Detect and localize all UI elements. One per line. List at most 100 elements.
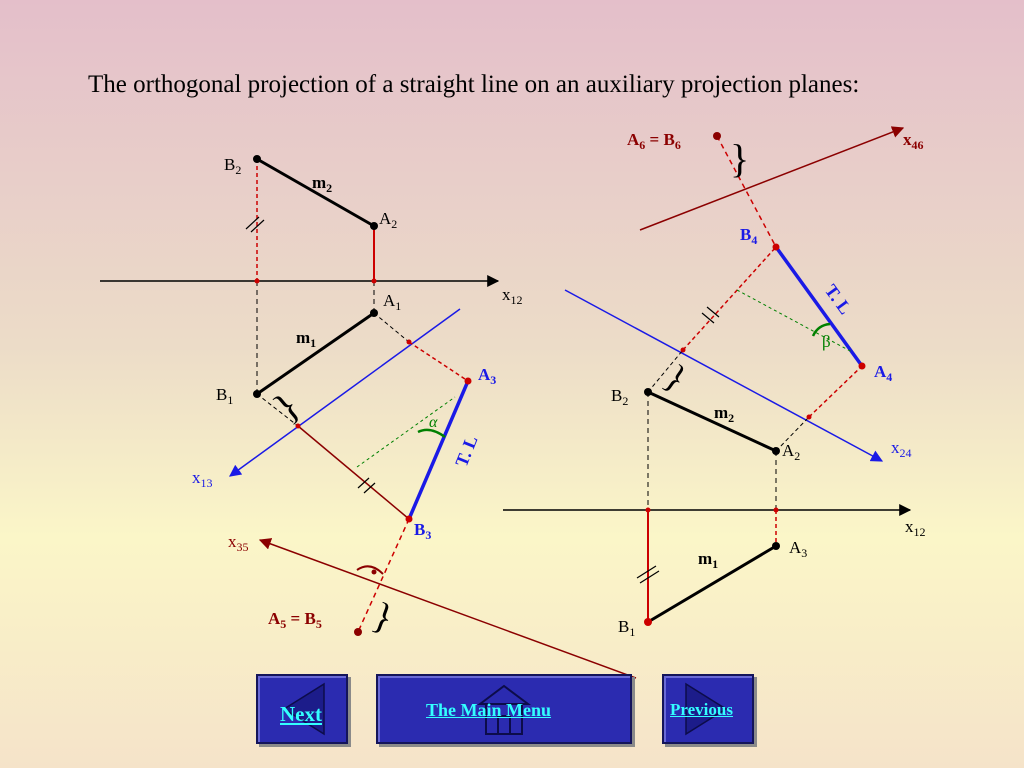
- left-point-x12-a: [371, 278, 377, 284]
- right-point-b4: [772, 243, 780, 251]
- left-true-length-line: [407, 380, 470, 520]
- label-right-b1: B1: [618, 617, 635, 639]
- right-brace-b2: }: [658, 356, 695, 399]
- left-point-a3: [464, 377, 472, 385]
- label-left-alpha: α: [429, 414, 438, 431]
- right-x46-axis: [639, 126, 905, 231]
- label-left-x35: x35: [228, 532, 249, 554]
- right-projector-a2: [775, 416, 810, 452]
- right-tick-4: [639, 570, 660, 584]
- label-left-b3: B3: [414, 520, 431, 542]
- next-button[interactable]: Next: [256, 674, 348, 744]
- label-right-a3: A3: [789, 538, 807, 560]
- left-tick-3: [357, 477, 370, 489]
- right-brace-a6: }: [730, 136, 749, 181]
- right-point-x12-b: [645, 507, 651, 513]
- right-projector-a6: [716, 135, 777, 248]
- left-point-b1: [253, 390, 261, 398]
- right-view: } }: [503, 126, 926, 639]
- right-point-x24-a: [806, 414, 812, 420]
- right-point-x12-a: [773, 507, 779, 513]
- left-projector-a3: [373, 312, 410, 343]
- label-left-m2: m2: [312, 173, 332, 195]
- left-point-x13-a: [406, 339, 412, 345]
- left-point-a1: [370, 309, 378, 317]
- right-tick-2: [706, 306, 720, 318]
- label-right-x46: x46: [903, 130, 924, 152]
- right-tick-1: [701, 312, 715, 324]
- right-point-x24-b: [680, 347, 686, 353]
- label-right-b2: B2: [611, 386, 628, 408]
- label-right-x12: x12: [905, 517, 926, 539]
- label-right-a2: A2: [782, 441, 800, 463]
- left-x13-axis: [229, 308, 461, 477]
- right-point-a6b6: [713, 132, 721, 140]
- label-left-m1: m1: [296, 328, 316, 350]
- right-point-b1: [644, 618, 652, 626]
- label-right-m1: m1: [698, 549, 718, 571]
- left-alpha-arc: [417, 428, 446, 439]
- label-left-a1: A1: [383, 291, 401, 313]
- left-x35-axis: [258, 538, 637, 679]
- label-right-a4: A4: [874, 362, 892, 384]
- label-right-true-length: T. L: [821, 281, 856, 318]
- left-tick-2: [250, 219, 265, 233]
- right-height-a4: [808, 365, 863, 418]
- right-true-length-line: [774, 245, 864, 368]
- left-right-angle-mark: [356, 565, 384, 575]
- left-height-a3: [408, 341, 469, 382]
- label-left-true-length: T. L: [451, 433, 481, 470]
- right-tick-3: [636, 565, 657, 579]
- right-point-a2: [772, 447, 780, 455]
- left-tick-4: [363, 482, 376, 494]
- previous-button[interactable]: Previous: [662, 674, 754, 744]
- right-arrow-icon: [685, 682, 728, 736]
- next-label[interactable]: Next: [280, 702, 322, 726]
- left-parallel-line: [356, 396, 456, 468]
- label-right-x24: x24: [891, 438, 912, 460]
- right-m1-line: [647, 544, 777, 624]
- left-brace-b1: }: [264, 383, 308, 430]
- label-left-a2: A2: [379, 209, 397, 231]
- right-m2-line: [647, 390, 777, 453]
- right-parallel-line: [736, 289, 853, 353]
- label-left-a5b5: A5 = B5: [268, 609, 322, 631]
- left-projector-a5: [357, 518, 410, 633]
- left-height-b3: [297, 425, 410, 520]
- main-menu-label[interactable]: The Main Menu: [426, 700, 552, 720]
- label-right-a6b6: A6 = B6: [627, 130, 681, 152]
- right-point-a4: [858, 362, 866, 370]
- right-point-b2: [644, 388, 652, 396]
- previous-label[interactable]: Previous: [670, 700, 733, 719]
- label-right-b4: B4: [740, 225, 757, 247]
- home-icon: [477, 684, 531, 735]
- left-point-x13-b: [295, 423, 301, 429]
- right-height-b4: [682, 246, 777, 351]
- label-left-x12: x12: [502, 285, 523, 307]
- right-beta-arc: [811, 322, 831, 337]
- left-point-x12-b: [254, 278, 260, 284]
- main-menu-button[interactable]: The Main Menu: [376, 674, 632, 744]
- left-projector-b3: [256, 393, 299, 427]
- label-left-b2: B2: [224, 155, 241, 177]
- left-m1-line: [256, 311, 375, 396]
- label-left-x13: x13: [192, 468, 213, 490]
- label-right-m2: m2: [714, 403, 734, 425]
- right-x24-axis: [564, 289, 884, 462]
- left-point-b2: [253, 155, 261, 163]
- right-point-a3: [772, 542, 780, 550]
- label-left-b1: B1: [216, 385, 233, 407]
- left-point-b3: [405, 515, 413, 523]
- left-tick-1: [245, 216, 260, 230]
- left-point-a5b5: [354, 628, 362, 636]
- left-view: } } B2 m2 A2 x12 A1 m1 B1 A3 B3 x13 x35 …: [100, 155, 637, 679]
- left-right-angle-dot: [371, 569, 377, 575]
- left-arrow-icon: [282, 682, 325, 736]
- label-right-beta: β: [822, 332, 831, 351]
- label-left-a3: A3: [478, 365, 496, 387]
- right-projector-b2: [647, 349, 684, 393]
- page-heading: The orthogonal projection of a straight …: [88, 71, 860, 98]
- left-point-a2: [370, 222, 378, 230]
- left-m2-line: [256, 157, 375, 228]
